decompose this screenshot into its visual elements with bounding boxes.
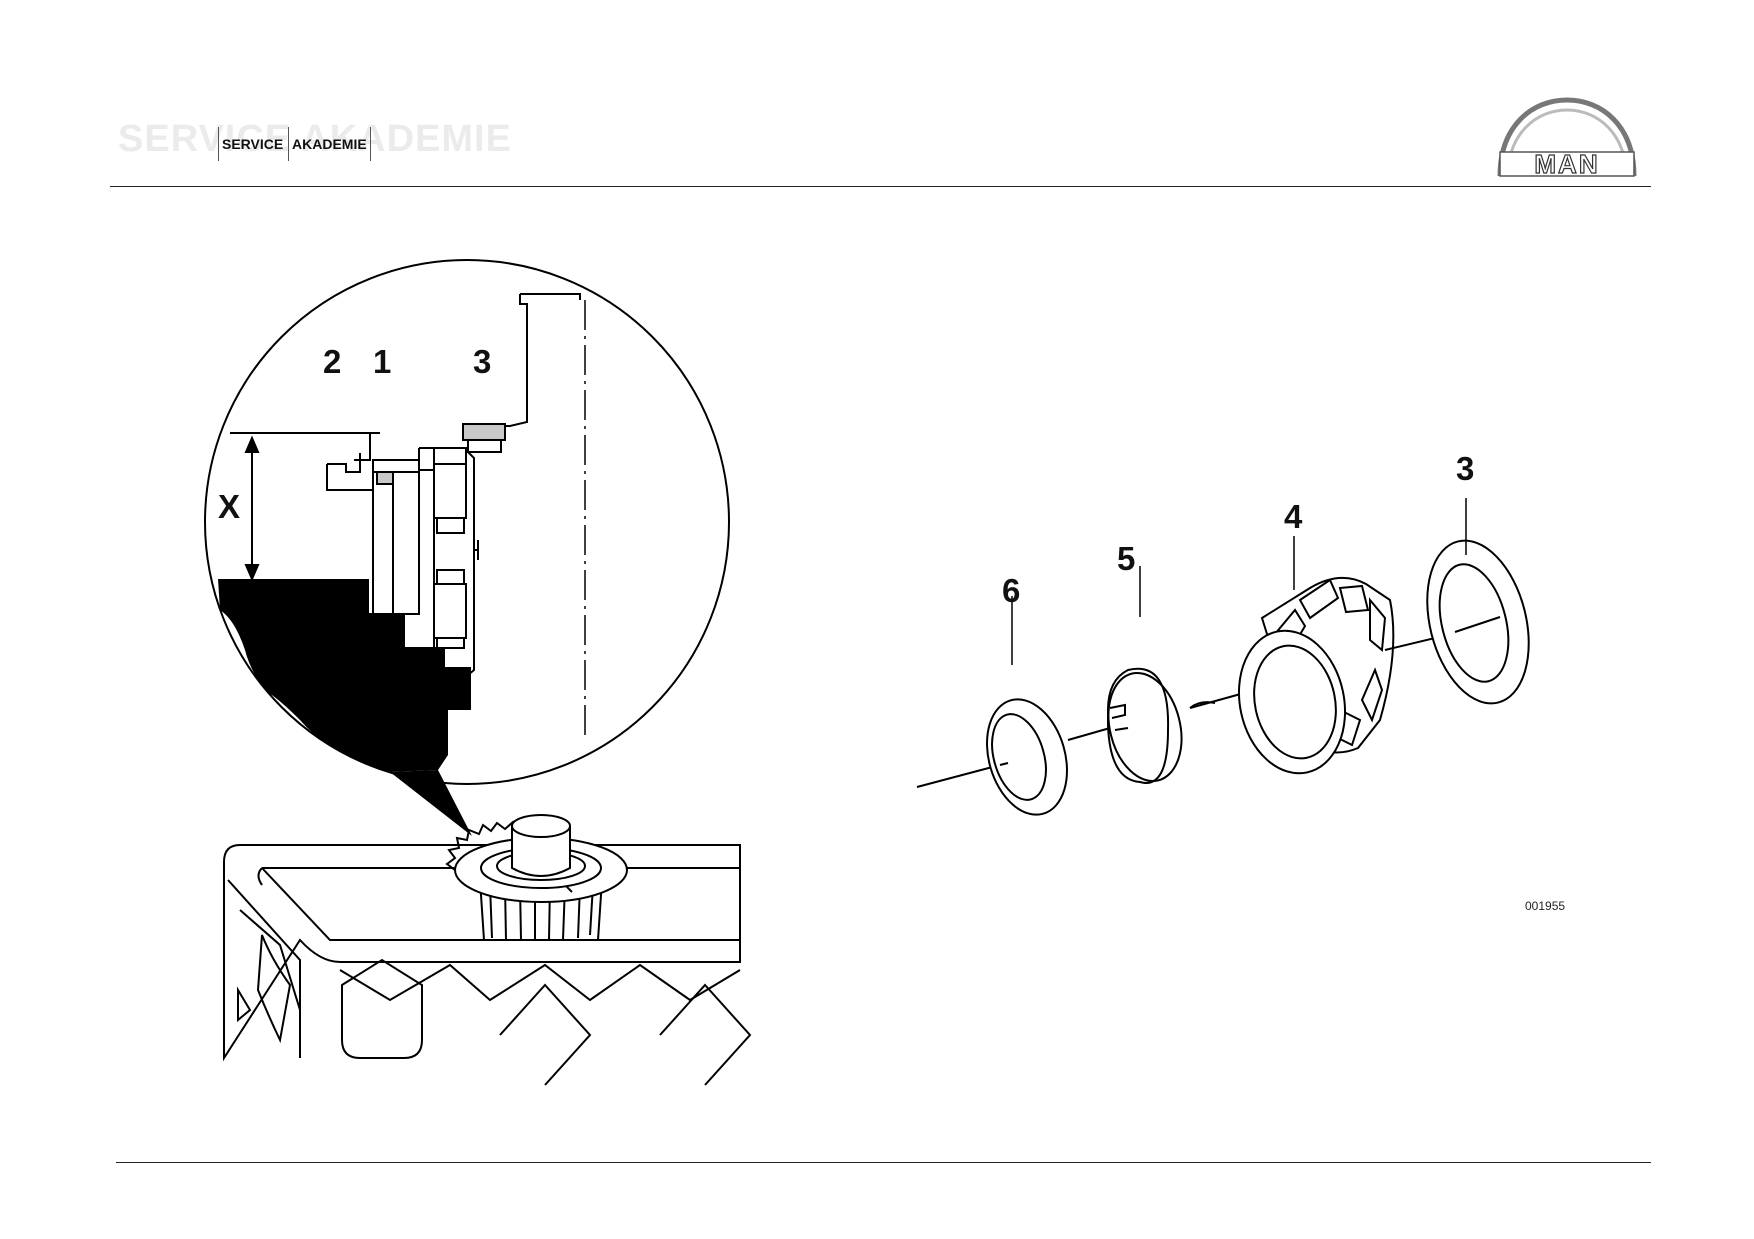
header-brand-akademie: AKADEMIE xyxy=(288,127,371,161)
callout-detail-part-3: 3 xyxy=(473,343,492,380)
callout-exploded-part-3: 3 xyxy=(1456,450,1475,487)
header-brand-service: SERVICE xyxy=(218,127,286,161)
header-watermark: SERVICE AKADEMIE xyxy=(118,118,512,160)
image-code: 001955 xyxy=(1525,899,1566,913)
callout-detail-part-1: 1 xyxy=(373,343,392,380)
detail-circle xyxy=(204,259,730,836)
man-logo: MAN xyxy=(1497,97,1637,180)
dimension-x-label: X xyxy=(218,488,241,525)
logo-text: MAN xyxy=(1534,149,1599,179)
callout-exploded-part-6: 6 xyxy=(1002,572,1021,609)
exploded-parts xyxy=(916,498,1530,816)
gear xyxy=(445,814,628,941)
callout-exploded-part-4: 4 xyxy=(1284,498,1303,535)
callout-detail-part-2: 2 xyxy=(323,343,342,380)
header-rule xyxy=(110,186,1651,187)
footer-rule xyxy=(116,1162,1651,1163)
callout-exploded-part-5: 5 xyxy=(1117,540,1136,577)
